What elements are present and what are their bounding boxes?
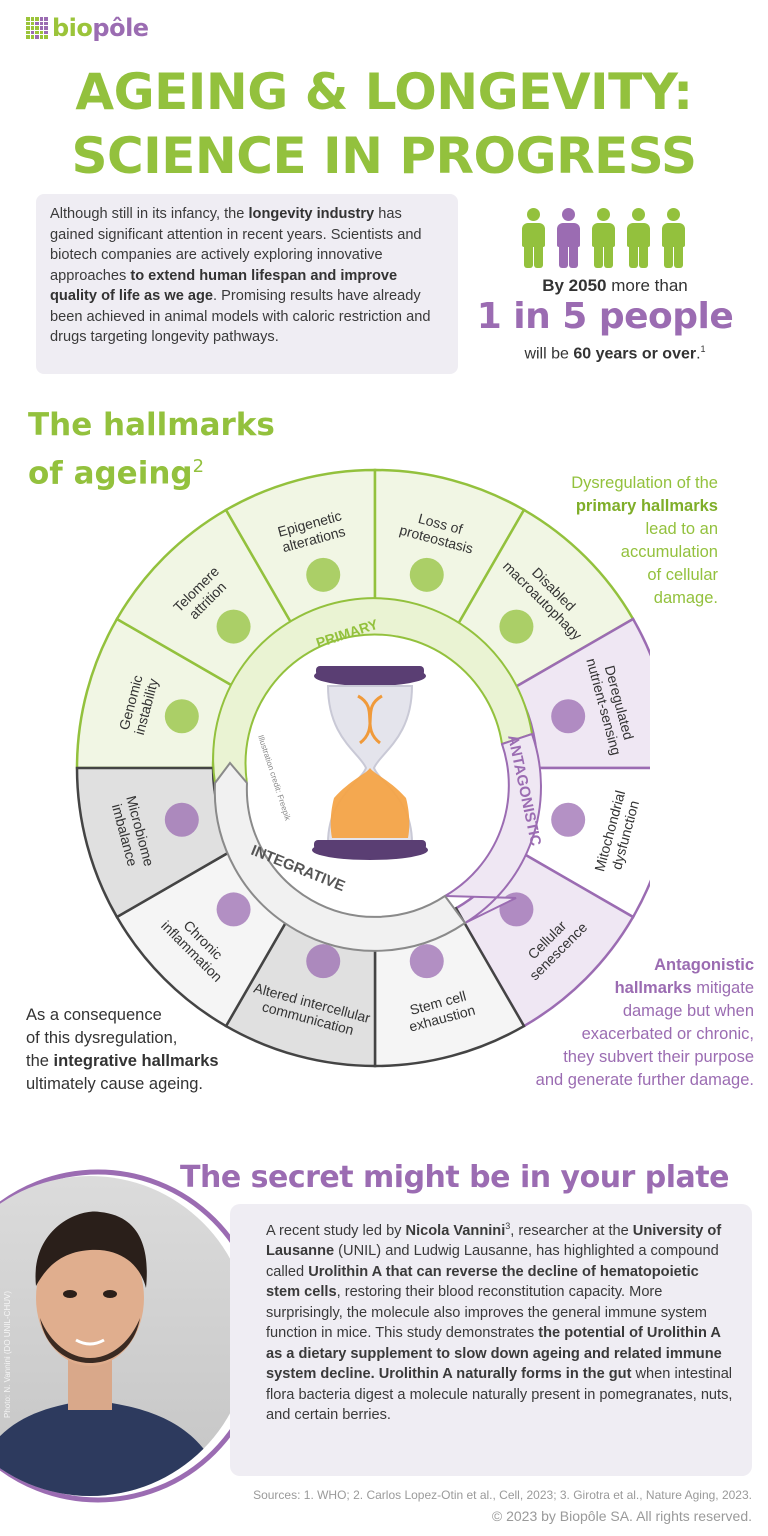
photo-credit: Photo: N. Vannini (DO UNIL-CHUV) xyxy=(3,1291,12,1418)
hallmark-label-proteostasis: Loss ofproteostasis xyxy=(398,506,479,556)
primary-note: Dysregulation of the primary hallmarks l… xyxy=(571,474,718,607)
primary-band xyxy=(212,597,534,784)
hallmark-icon-autophagy xyxy=(499,609,534,644)
hallmark-icon-nutrient xyxy=(551,699,586,734)
biopole-logo: biopôle xyxy=(26,14,149,42)
antagonistic-band xyxy=(441,732,542,924)
person-icon-highlight xyxy=(557,208,580,268)
researcher-photo: Photo: N. Vannini (DO UNIL-CHUV) xyxy=(0,1169,252,1503)
person-icon xyxy=(627,208,650,268)
integrative-band xyxy=(213,761,467,952)
hallmark-icon-epigenetic xyxy=(306,557,341,592)
logo-text: biopôle xyxy=(52,14,149,42)
integrative-note: As a consequence of this dysregulation, … xyxy=(26,1006,219,1093)
person-icon xyxy=(592,208,615,268)
title-line-1: AGEING & LONGEVITY: xyxy=(75,63,693,121)
secret-title: The secret might be in your plate xyxy=(180,1160,730,1195)
hallmarks-title: The hallmarks of ageing2 xyxy=(28,407,275,492)
stat-line-2: will be 60 years or over.1 xyxy=(524,344,706,363)
hallmarks-wheel: GenomicinstabilityTelomereattritionEpige… xyxy=(75,468,650,1068)
person-icon xyxy=(522,208,545,268)
hallmark-icon-stemcell xyxy=(409,944,444,979)
hallmark-icon-inflammation xyxy=(216,892,251,927)
hallmark-icon-telomere xyxy=(216,609,251,644)
title-line-2: SCIENCE IN PROGRESS xyxy=(71,127,697,185)
antagonistic-note: Antagonistic hallmarks mitigate damage b… xyxy=(535,956,754,1089)
stat-line-1: By 2050 more than xyxy=(542,276,688,295)
hourglass-icon xyxy=(312,666,428,860)
stat-big: 1 in 5 people xyxy=(476,296,734,337)
hallmark-icon-microbiome xyxy=(164,802,199,837)
intro-box: Although still in its infancy, the longe… xyxy=(36,194,458,374)
sources: Sources: 1. WHO; 2. Carlos Lopez-Otin et… xyxy=(253,1488,752,1502)
hallmark-icon-proteostasis xyxy=(409,557,444,592)
study-box: A recent study led by Nicola Vannini3, r… xyxy=(230,1204,752,1476)
hallmark-icons xyxy=(164,557,586,979)
people-icons xyxy=(522,208,685,268)
hallmark-icon-intercellular xyxy=(306,944,341,979)
page-title: AGEING & LONGEVITY: SCIENCE IN PROGRESS xyxy=(0,60,768,188)
copyright: © 2023 by Biopôle SA. All rights reserve… xyxy=(491,1508,752,1524)
hallmark-icon-genomic xyxy=(164,699,199,734)
hallmark-icon-mito xyxy=(551,802,586,837)
logo-mark-icon xyxy=(26,17,48,39)
person-icon xyxy=(662,208,685,268)
